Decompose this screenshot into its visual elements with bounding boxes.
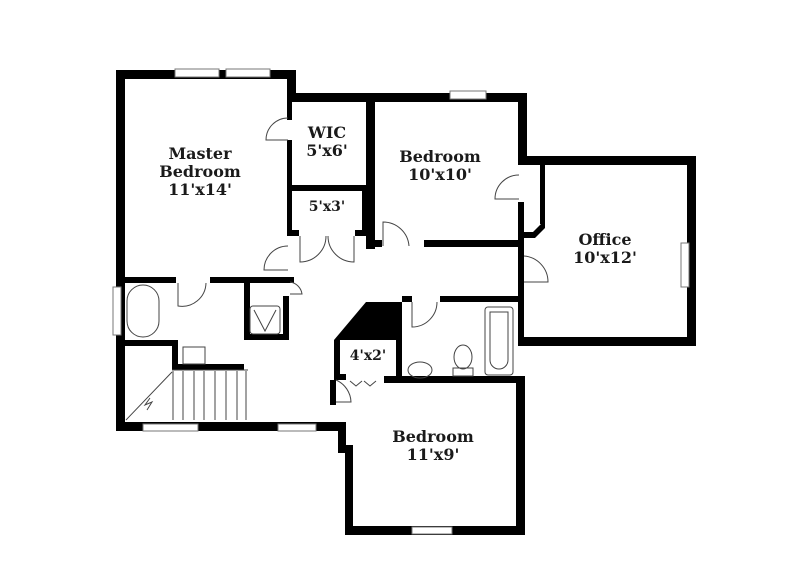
room-dims: 11'x9': [406, 444, 460, 464]
room-label-closet: 5'x3': [295, 199, 359, 216]
room-name: Bedroom: [392, 427, 474, 446]
room-label-bedroom-1: Bedroom 10'x10': [385, 148, 495, 184]
room-dims: 5'x6': [306, 140, 348, 160]
room-label-wic: WIC 5'x6': [295, 124, 359, 160]
room-name: WIC: [307, 123, 347, 142]
room-label-closet-2: 4'x2': [340, 348, 396, 365]
room-dims: 10'x12': [573, 247, 637, 267]
room-dims: 5'x3': [308, 199, 346, 215]
room-label-bedroom-2: Bedroom 11'x9': [378, 428, 488, 464]
room-label-office: Office 10'x12': [555, 231, 655, 267]
room-dims: 10'x10': [408, 164, 472, 184]
room-dims: 4'x2': [349, 348, 387, 364]
fixtures: [125, 117, 549, 421]
room-name: Office: [578, 230, 632, 249]
walls: [116, 70, 696, 535]
room-dims: 11'x14': [168, 179, 232, 199]
room-name: Master: [168, 144, 232, 163]
room-name: Bedroom: [159, 161, 241, 181]
windows: [112, 68, 690, 535]
room-label-master-bedroom: Master Bedroom 11'x14': [150, 145, 250, 199]
room-name: Bedroom: [399, 147, 481, 166]
